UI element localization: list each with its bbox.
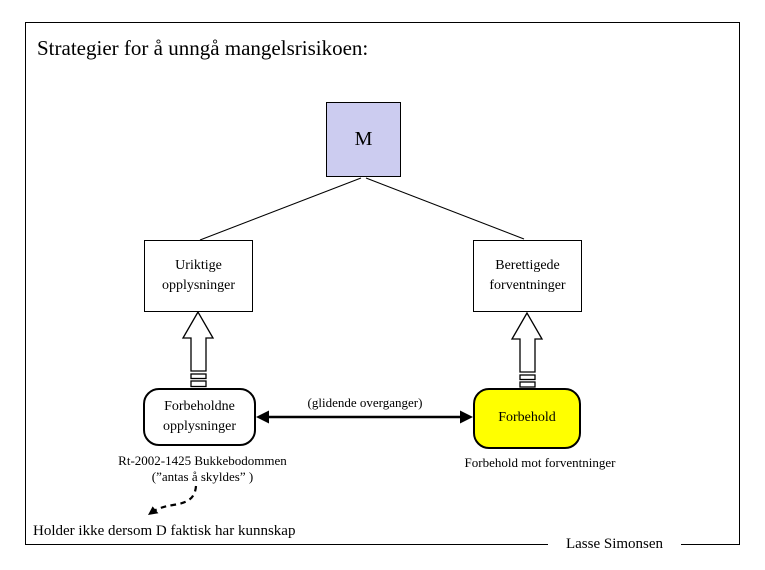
box-label: Forbehold <box>498 410 556 426</box>
left-caption-line2: (”antas å skyldes” ) <box>151 469 254 485</box>
bottom-note: Holder ikke dersom D faktisk har kunnska… <box>33 523 296 540</box>
root-box-label: M <box>354 128 373 150</box>
box-forbeholdne-opplysninger: Forbeholdne opplysninger <box>143 388 256 446</box>
box-forbehold: Forbehold <box>473 388 581 449</box>
gliding-transitions-label: (glidende overganger) <box>307 395 423 410</box>
box-berettigede-forventninger: Berettigede forventninger <box>473 240 582 312</box>
slide-title: Strategier for å unngå mangelsrisikoen: <box>37 36 369 60</box>
footer-author: Lasse Simonsen <box>548 536 681 553</box>
slide-border <box>25 22 740 545</box>
root-box-m: M <box>326 102 401 177</box>
box-uriktige-opplysninger: Uriktige opplysninger <box>144 240 253 312</box>
box-label: Berettigede forventninger <box>489 257 566 293</box>
right-caption: Forbehold mot forventninger <box>464 455 616 470</box>
box-label: Uriktige opplysninger <box>161 257 236 293</box>
left-caption: Rt-2002-1425 Bukkebodommen (”antas å sky… <box>100 453 305 486</box>
left-caption-line1: Rt-2002-1425 Bukkebodommen <box>118 453 287 468</box>
box-label: Forbeholdne opplysninger <box>162 398 237 434</box>
